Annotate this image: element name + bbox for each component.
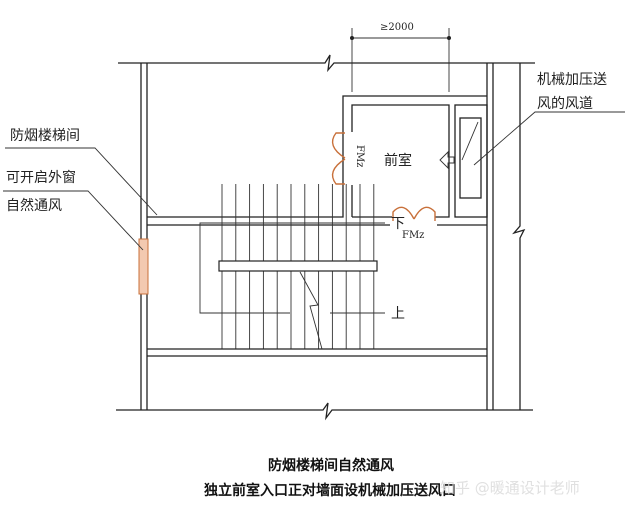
dimension-line: ≥2000 (350, 22, 451, 92)
vestibule-outer-wall (147, 95, 487, 218)
caption-line1: 防烟楼梯间自然通风 (268, 457, 394, 474)
handrail (218, 260, 378, 272)
leader-shaft (473, 111, 625, 166)
supply-air-arrow-icon (439, 150, 455, 170)
watermark: 知乎 @暖通设计老师 (440, 479, 580, 497)
door-fmz-left[interactable]: FMz (331, 132, 365, 185)
label-shaft-2: 风的风道 (537, 96, 593, 112)
label-stairwell: 防烟楼梯间 (10, 128, 80, 144)
label-shaft-1: 机械加压送 (537, 72, 607, 88)
vestibule-label: 前室 (384, 152, 412, 169)
bottom-wall (116, 402, 533, 421)
door-fmz-bottom[interactable]: FMz (392, 206, 436, 241)
section-break (299, 271, 323, 350)
leader-stairwell (5, 147, 158, 216)
door-label-bottom: FMz (402, 230, 424, 241)
dimension-label: ≥2000 (380, 22, 414, 33)
air-duct (459, 117, 482, 199)
label-window-1: 可开启外窗 (6, 169, 76, 186)
stair-down-label: 下 (391, 216, 405, 232)
top-wall (118, 54, 535, 73)
openable-window (138, 238, 149, 295)
air-shaft (454, 104, 488, 218)
right-boundary-break (512, 63, 526, 410)
walk-line (199, 222, 385, 314)
vestibule-inner-wall (351, 104, 450, 218)
caption-line2: 独立前室入口正对墙面设机械加压送风口 (204, 482, 456, 499)
duct-mark (461, 121, 479, 161)
label-window-2: 自然通风 (6, 197, 62, 214)
leader-window (3, 190, 144, 251)
door-label-left: FMz (354, 145, 365, 167)
stair-up-label: 上 (391, 306, 405, 322)
